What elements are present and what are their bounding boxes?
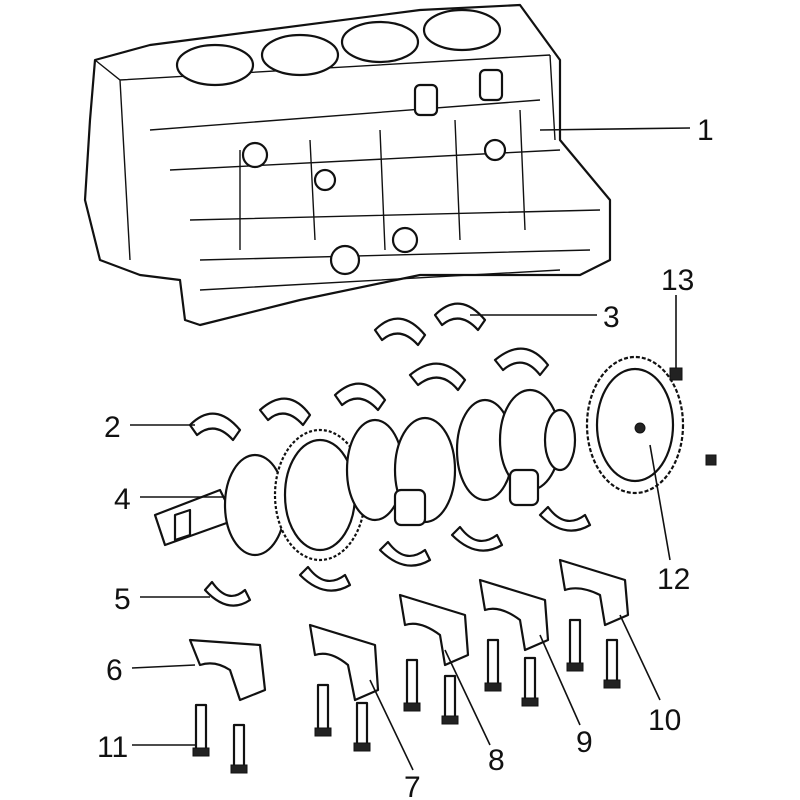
callout-13: 13 <box>661 264 694 297</box>
crankshaft-position-sensor-plate <box>585 355 717 495</box>
callout-12: 12 <box>657 563 690 596</box>
callout-5: 5 <box>114 583 131 616</box>
upper-bearings <box>188 347 550 442</box>
callout-10: 10 <box>648 704 681 737</box>
upper-bearings-grooved <box>373 302 487 347</box>
callout-2: 2 <box>104 411 121 444</box>
callout-9: 9 <box>576 726 593 759</box>
bolts <box>192 618 621 774</box>
callout-7: 7 <box>404 771 421 800</box>
bearing-caps <box>188 558 630 702</box>
cylinder-block <box>83 3 612 327</box>
callout-4: 4 <box>114 483 131 516</box>
callout-11: 11 <box>97 731 128 764</box>
callout-1: 1 <box>697 114 714 147</box>
callout-labels: 1 2 3 4 5 6 7 8 9 10 11 12 13 <box>97 114 714 800</box>
lower-bearings <box>203 505 592 607</box>
crankshaft <box>153 388 577 562</box>
callout-3: 3 <box>603 301 620 334</box>
callout-8: 8 <box>488 744 505 777</box>
leader-lines <box>130 127 691 771</box>
callout-6: 6 <box>106 654 123 687</box>
